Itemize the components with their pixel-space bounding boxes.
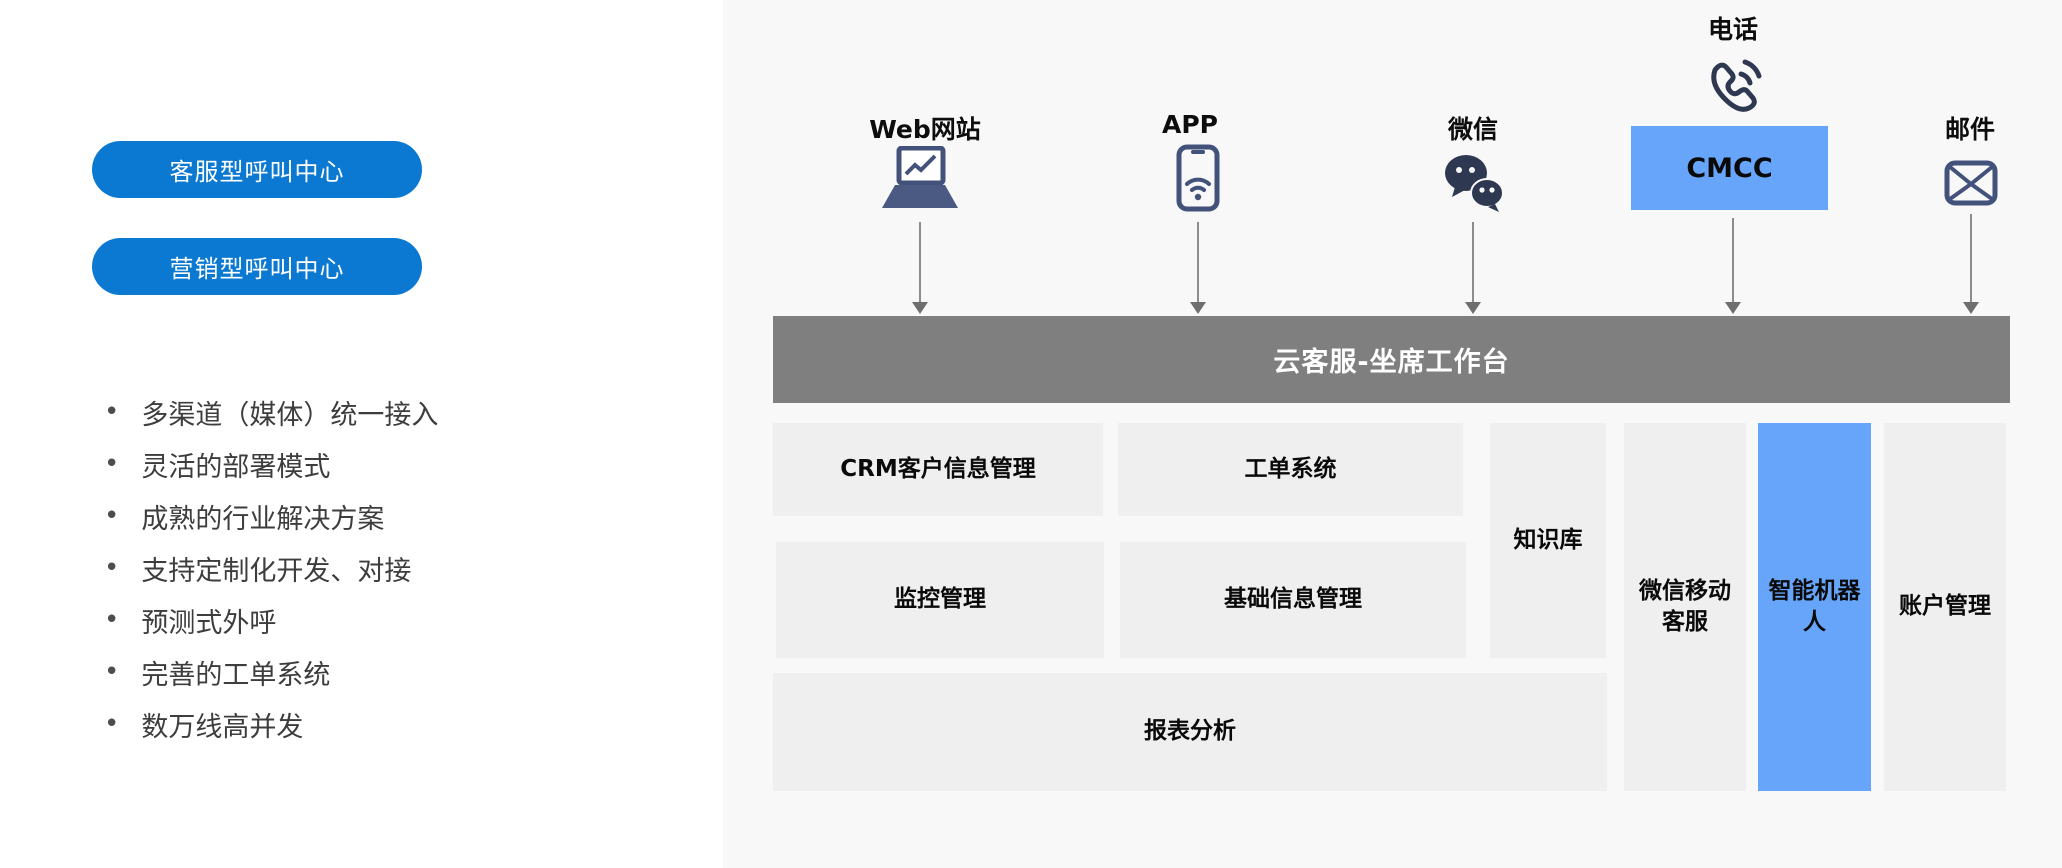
- channel-mail-label: 邮件: [1944, 115, 1996, 144]
- box-basic-info: 基础信息管理: [1120, 542, 1466, 658]
- feature-item: 数万线高并发: [104, 698, 664, 750]
- channel-app-label: APP: [1162, 110, 1218, 139]
- column-smart-robot: 智能机器人: [1758, 423, 1871, 791]
- laptop-chart-icon: [882, 145, 958, 216]
- channel-wechat-label: 微信: [1447, 115, 1499, 144]
- arrow-wechat-to-workbench: [1465, 222, 1481, 314]
- channel-web-label: Web网站: [869, 115, 981, 144]
- feature-item: 多渠道（媒体）统一接入: [104, 386, 664, 438]
- cmcc-box: CMCC: [1631, 126, 1828, 210]
- box-report: 报表分析: [773, 673, 1607, 791]
- box-monitor: 监控管理: [776, 542, 1104, 658]
- feature-item: 灵活的部署模式: [104, 438, 664, 490]
- phone-handset-icon: [1707, 56, 1763, 118]
- arrowhead-icon: [912, 302, 928, 314]
- channel-phone-label: 电话: [1707, 15, 1759, 44]
- feature-item: 成熟的行业解决方案: [104, 490, 664, 542]
- feature-list: 多渠道（媒体）统一接入 灵活的部署模式 成熟的行业解决方案 支持定制化开发、对接…: [104, 386, 664, 750]
- arrow-phone-to-workbench: [1725, 218, 1741, 314]
- feature-item: 支持定制化开发、对接: [104, 542, 664, 594]
- arrowhead-icon: [1725, 302, 1741, 314]
- box-crm: CRM客户信息管理: [773, 423, 1103, 516]
- feature-item: 完善的工单系统: [104, 646, 664, 698]
- arrowhead-icon: [1465, 302, 1481, 314]
- marketing-call-center-button[interactable]: 营销型呼叫中心: [92, 238, 422, 295]
- column-wechat-mobile-service: 微信移动客服: [1624, 423, 1746, 791]
- arrowhead-icon: [1190, 302, 1206, 314]
- arrow-app-to-workbench: [1190, 222, 1206, 314]
- envelope-icon: [1944, 160, 1998, 210]
- service-call-center-button[interactable]: 客服型呼叫中心: [92, 141, 422, 198]
- feature-item: 预测式外呼: [104, 594, 664, 646]
- arrowhead-icon: [1963, 302, 1979, 314]
- column-account-management: 账户管理: [1884, 423, 2006, 791]
- wechat-icon: [1443, 152, 1505, 216]
- arrow-web-to-workbench: [912, 222, 928, 314]
- agent-workbench-bar: 云客服-坐席工作台: [773, 316, 2010, 403]
- arrow-mail-to-workbench: [1963, 214, 1979, 314]
- smartphone-wifi-icon: [1176, 144, 1220, 216]
- box-knowledge: 知识库: [1490, 423, 1606, 658]
- box-ticket: 工单系统: [1118, 423, 1463, 516]
